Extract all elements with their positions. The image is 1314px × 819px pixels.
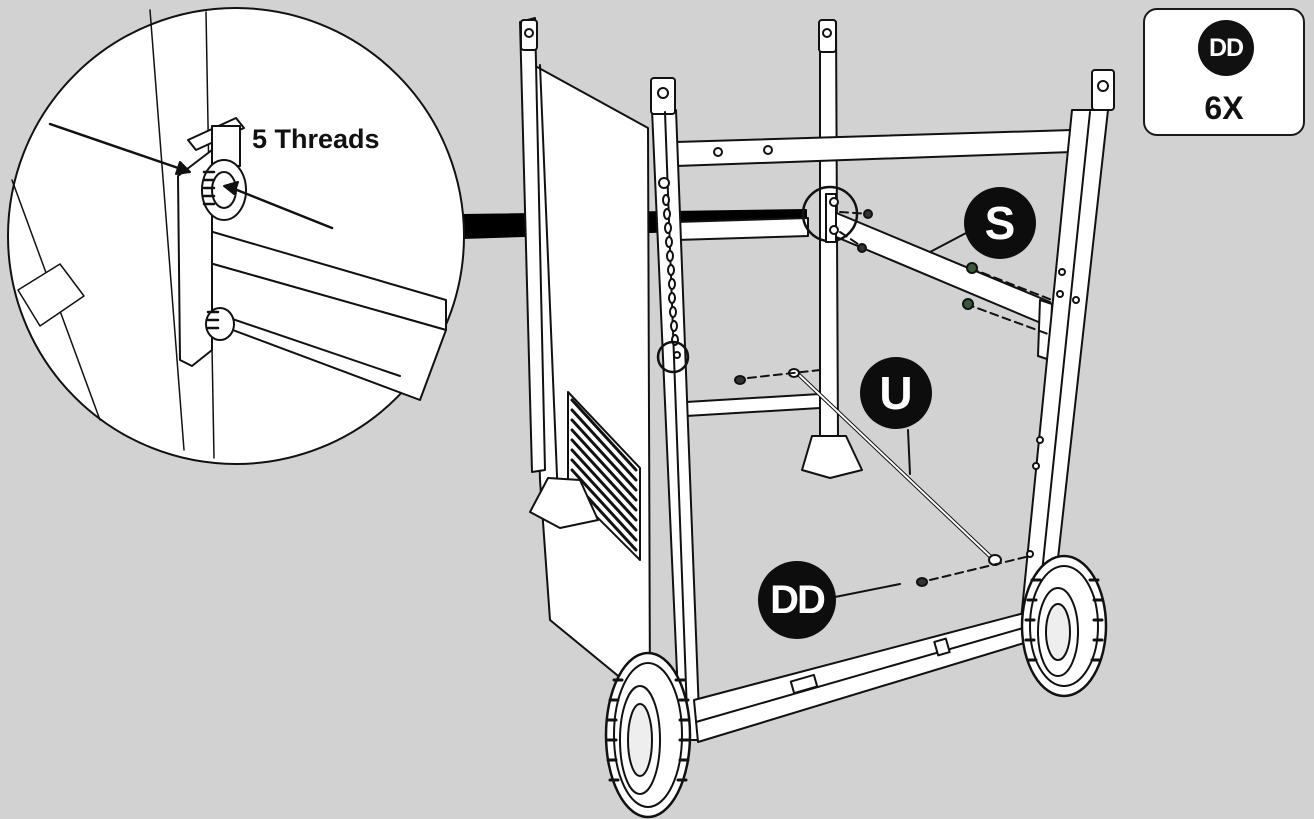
right-wheel <box>1020 554 1108 698</box>
front-right-post <box>1019 69 1115 631</box>
part-count-box: DD 6X <box>1143 8 1305 136</box>
callout-u: U <box>860 357 932 429</box>
part-quantity: 6X <box>1204 90 1244 126</box>
part-badge: DD <box>1198 20 1254 76</box>
rear-top-crossbar <box>675 129 1073 167</box>
zoom-detail <box>7 7 465 465</box>
middle-crossbar <box>675 217 809 241</box>
bottom-crossbar <box>693 611 1035 743</box>
threads-label: 5 Threads <box>252 124 380 154</box>
left-side-panel <box>519 17 651 703</box>
chain <box>658 177 679 346</box>
chain-hook-circle <box>656 340 690 374</box>
back-right-post <box>801 19 863 479</box>
lower-crossbar <box>685 393 821 417</box>
back-foot <box>801 435 863 479</box>
left-wheel <box>604 651 692 819</box>
callout-dd: DD <box>758 561 836 639</box>
left-foot <box>529 477 599 529</box>
callout-s: S <box>964 187 1036 259</box>
